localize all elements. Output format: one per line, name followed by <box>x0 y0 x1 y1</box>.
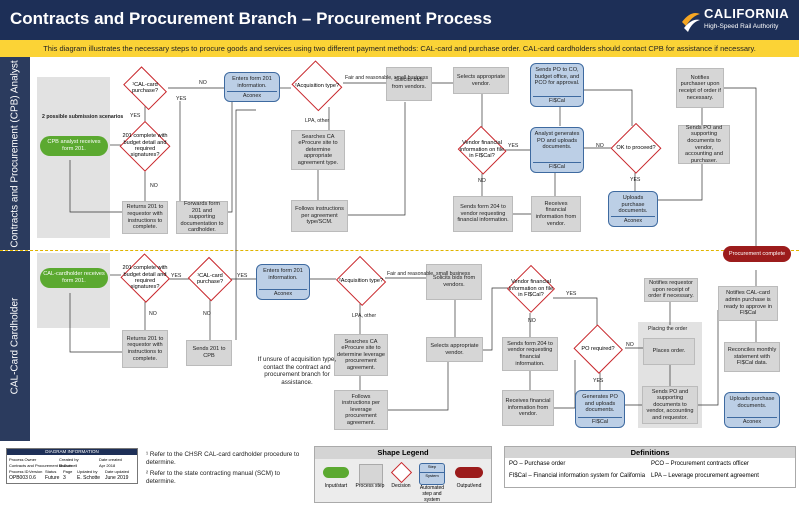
cpb-uploads: Uploads purchase documents.Aconex <box>608 191 658 227</box>
label-yes-6: YES <box>237 273 248 279</box>
card-notifies: Notifies requestor upon receipt of order… <box>644 278 698 302</box>
procurement-complete: Procurement complete <box>723 246 791 262</box>
cpb-decision-acq: ²Acquisition type? <box>291 60 343 112</box>
label-no-6: NO <box>149 311 157 317</box>
cpb-searches: Searches CA eProcure site to determine a… <box>291 130 345 170</box>
cpb-forwards: Forwards form 201 and supporting documen… <box>176 201 228 234</box>
label-yes-7: YES <box>566 291 577 297</box>
cpb-generates: Analyst generates PO and uploads documen… <box>530 127 584 173</box>
label-fair-2: Fair and reasonable, small business <box>387 271 471 277</box>
cpb-sendspo: Sends PO to CO, budget office, and PCO f… <box>530 63 584 107</box>
logo-sub: High-Speed Rail Authority <box>704 23 779 30</box>
lane-label-cpb: Contracts and Procurement (CPB) Analyst <box>0 57 30 250</box>
card-places: Places order. <box>643 338 695 365</box>
card-notifiescal: Notifies CAL-card admin purchase is read… <box>718 286 778 321</box>
card-reconciles: Reconciles monthly statement with FI$Cal… <box>724 342 780 372</box>
header-bar: Contracts and Procurement Branch – Procu… <box>0 0 799 40</box>
scenario-box-cpb <box>37 77 110 238</box>
label-yes-1: YES <box>176 96 187 102</box>
card-decision-calcard: ¹CAL-card purchase? <box>187 256 233 302</box>
label-yes-2: YES <box>130 113 141 119</box>
label-no-1: NO <box>199 80 207 86</box>
info-table: DIAGRAM INFORMATION Process Owner Create… <box>6 448 138 484</box>
page-title: Contracts and Procurement Branch – Procu… <box>10 9 492 28</box>
definitions: Definitions PO – Purchase order PCO – Pr… <box>504 446 796 488</box>
card-searches: Searches CA eProcure site to determine l… <box>334 334 388 376</box>
legend-system-shape: Step System <box>419 463 445 485</box>
cpb-follows: Follows instructions per agreement type/… <box>291 200 348 232</box>
cpb-decision-complete: 201 complete with budget detail and requ… <box>119 120 171 172</box>
card-decision-vendor: Vendor financial information on file in … <box>506 264 556 314</box>
card-sends204: Sends form 204 to vendor requesting fina… <box>502 337 558 371</box>
label-yes-5: YES <box>171 273 182 279</box>
label-lpa-1: LPA, other <box>305 118 330 124</box>
card-solicits: Solicits bids from vendors. <box>426 264 482 300</box>
label-no-8: NO <box>626 342 634 348</box>
card-decision-acq: ²Acquisition type? <box>335 255 387 307</box>
card-receives: Receives financial information from vend… <box>502 390 554 426</box>
placing-label: Placing the order <box>648 326 688 332</box>
label-no-5: NO <box>203 311 211 317</box>
footnote-2: ² Refer to the state contracting manual … <box>146 470 281 485</box>
label-no-7: NO <box>528 318 536 324</box>
label-no-3: NO <box>478 178 486 184</box>
legend-decision-shape <box>390 461 413 484</box>
scenario-box-card <box>37 253 110 328</box>
card-decision-complete: 201 complete with budget detail and requ… <box>120 253 170 303</box>
label-lpa-2: LPA, other <box>352 313 377 319</box>
cpb-decision-ok: OK to proceed? <box>610 122 662 174</box>
cpb-decision-vendor: Vendor financial information on file in … <box>457 125 507 175</box>
cpb-sendspo2: Sends PO and supporting documents to ven… <box>678 125 730 164</box>
cpb-selects: Selects appropriate vendor. <box>453 67 509 94</box>
scenarios-label: 2 possible submission scenarios <box>42 114 124 120</box>
cpb-returns: Returns 201 to requestor with instructio… <box>122 201 168 234</box>
cpb-receives: Receives financial information from vend… <box>531 196 581 232</box>
label-fair-1: Fair and reasonable, small business <box>345 75 429 81</box>
card-enters: Enters form 201 information.Aconex <box>256 264 310 300</box>
banner: This diagram illustrates the necessary s… <box>0 40 799 57</box>
card-uploads: Uploads purchase documents.Aconex <box>724 392 780 428</box>
card-sendspo: Sends PO and supporting documents to ven… <box>642 386 698 424</box>
unsure-note: If unsure of acquisition type, contact t… <box>257 356 337 386</box>
cpb-sends204: Sends form 204 to vendor requesting fina… <box>453 196 513 232</box>
footnote-1: ¹ Refer to the CHSR CAL-card cardholder … <box>146 451 300 466</box>
card-selects: Selects appropriate vendor. <box>426 337 483 362</box>
shape-legend: Shape Legend Input/start Process step De… <box>314 446 492 503</box>
legend-input-shape <box>323 467 349 478</box>
card-follows: Follows instructions per leverage procur… <box>334 390 388 430</box>
cpb-decision-calcard: ¹CAL-card purchase? <box>121 66 169 110</box>
lane-label-cardholder: CAL-Card Cardholder <box>0 251 30 441</box>
label-yes-8: YES <box>593 378 604 384</box>
logo-icon <box>682 13 700 32</box>
legend-output-shape <box>455 467 483 478</box>
cpb-notifies: Notifies purchaser upon receipt of order… <box>676 68 724 108</box>
logo: CALIFORNIA High-Speed Rail Authority <box>680 4 794 36</box>
logo-main: CALIFORNIA <box>704 6 790 21</box>
cpb-enters: Enters form 201 information.Aconex <box>224 72 280 102</box>
card-sendscpb: Sends 201 to CPB <box>186 340 232 366</box>
label-yes-4: YES <box>630 177 641 183</box>
card-decision-po: PO required? <box>573 324 623 374</box>
label-no-4: NO <box>596 143 604 149</box>
legend-process-shape <box>359 464 383 484</box>
cpb-solicits: Solicits bids from vendors. <box>386 67 432 101</box>
cpb-start: CPB analyst receives form 201. <box>40 136 108 156</box>
card-returns: Returns 201 to requestor with instructio… <box>122 330 168 368</box>
label-no-2: NO <box>150 183 158 189</box>
card-generates: Generates PO and uploads documents.FI$Ca… <box>575 390 625 428</box>
card-start: CAL-cardholder receives form 201. <box>40 268 108 288</box>
label-yes-3: YES <box>508 143 519 149</box>
